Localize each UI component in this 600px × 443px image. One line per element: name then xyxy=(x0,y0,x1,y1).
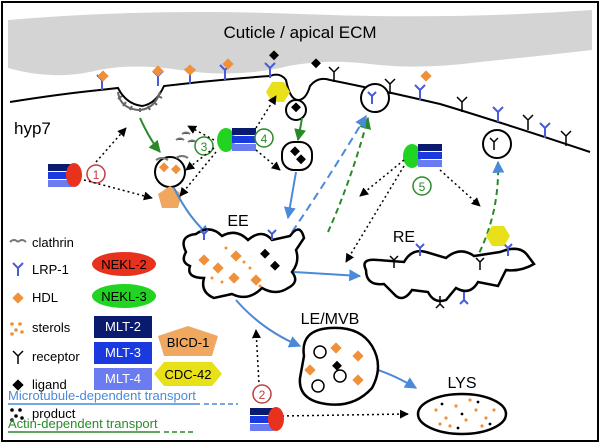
mlt2-shape xyxy=(94,316,152,338)
bicd1-label: BICD-1 xyxy=(167,335,210,350)
ee-label: EE xyxy=(227,213,248,230)
recycling-endosome xyxy=(363,243,536,309)
nekl2-label: NEKL-2 xyxy=(101,257,147,272)
step-3-marker xyxy=(194,136,214,156)
legend-sterols: sterols xyxy=(32,320,71,335)
complex-step4 xyxy=(217,128,256,152)
endocytic-vesicle-ligand xyxy=(285,99,307,121)
cdc42-label: CDC-42 xyxy=(165,367,212,382)
cdc42-hexagon-right xyxy=(486,226,510,246)
legend-lrp1-icon xyxy=(12,262,24,276)
cuticle-layer xyxy=(8,10,592,76)
regulatory-arrows xyxy=(83,95,481,419)
apical-receptors-right xyxy=(328,66,572,146)
step-5-marker xyxy=(412,176,432,196)
cell-label: hyp7 xyxy=(14,119,51,138)
step-4-marker xyxy=(254,128,274,148)
legend-lrp1: LRP-1 xyxy=(32,262,69,277)
cuticle-label: Cuticle / apical ECM xyxy=(223,23,376,42)
legend-ligand: ligand xyxy=(32,377,67,392)
nekl2-shape xyxy=(92,252,156,276)
legend-clathrin-icon xyxy=(9,239,27,243)
mlt3-label: MLT-3 xyxy=(105,345,141,360)
legend-microtubule: Microtubule-dependent transport xyxy=(8,388,196,403)
complex-step5 xyxy=(403,144,442,168)
mlt2-label: MLT-2 xyxy=(105,319,141,334)
cdc42-shape xyxy=(154,362,222,386)
nekl3-label: NEKL-3 xyxy=(101,289,147,304)
mlt4-label: MLT-4 xyxy=(105,371,141,386)
recycling-vesicle-2 xyxy=(482,129,512,159)
clathrin-coated-pit xyxy=(117,91,163,112)
step-5-label: 5 xyxy=(419,180,426,194)
late-endosome-mvb xyxy=(298,326,380,406)
nekl3-shape xyxy=(92,284,156,308)
endocytic-vesicle-hdl xyxy=(154,155,189,188)
legend-product-icon xyxy=(10,408,24,422)
legend-product: product xyxy=(32,406,76,421)
complex-step1 xyxy=(48,163,82,187)
endocytic-vesicle-ligand-2 xyxy=(281,141,313,171)
step-3-label: 3 xyxy=(201,140,208,154)
apical-membrane xyxy=(9,73,591,153)
lysosome xyxy=(416,392,508,436)
legend-receptor-icon xyxy=(12,350,24,364)
bicd1-shape xyxy=(158,326,218,356)
mlt4-shape xyxy=(94,368,152,390)
legend-clathrin: clathrin xyxy=(32,235,74,250)
le-mvb-label: LE/MVB xyxy=(301,311,360,328)
step-1-label: 1 xyxy=(93,168,100,182)
step-1-marker xyxy=(86,164,106,184)
apical-lrp1-right xyxy=(414,84,551,138)
re-label: RE xyxy=(393,229,415,246)
legend: clathrin LRP-1 HDL sterols receptor liga… xyxy=(9,235,80,422)
lys-label: LYS xyxy=(447,375,476,392)
early-endosome xyxy=(182,228,306,300)
legend-sterols-icon xyxy=(10,322,24,336)
mlt3-shape xyxy=(94,342,152,364)
legend-receptor: receptor xyxy=(32,349,80,364)
legend-actin: Actin-dependent transport xyxy=(8,416,158,431)
protein-legend: NEKL-2 NEKL-3 MLT-2 MLT-3 MLT-4 BICD-1 C… xyxy=(92,252,222,390)
recycling-vesicle-1 xyxy=(360,83,390,113)
step-2-label: 2 xyxy=(259,388,266,402)
complex-step2 xyxy=(250,407,284,431)
legend-hdl: HDL xyxy=(32,290,58,305)
step-2-marker xyxy=(252,384,272,404)
step-4-label: 4 xyxy=(261,132,268,146)
